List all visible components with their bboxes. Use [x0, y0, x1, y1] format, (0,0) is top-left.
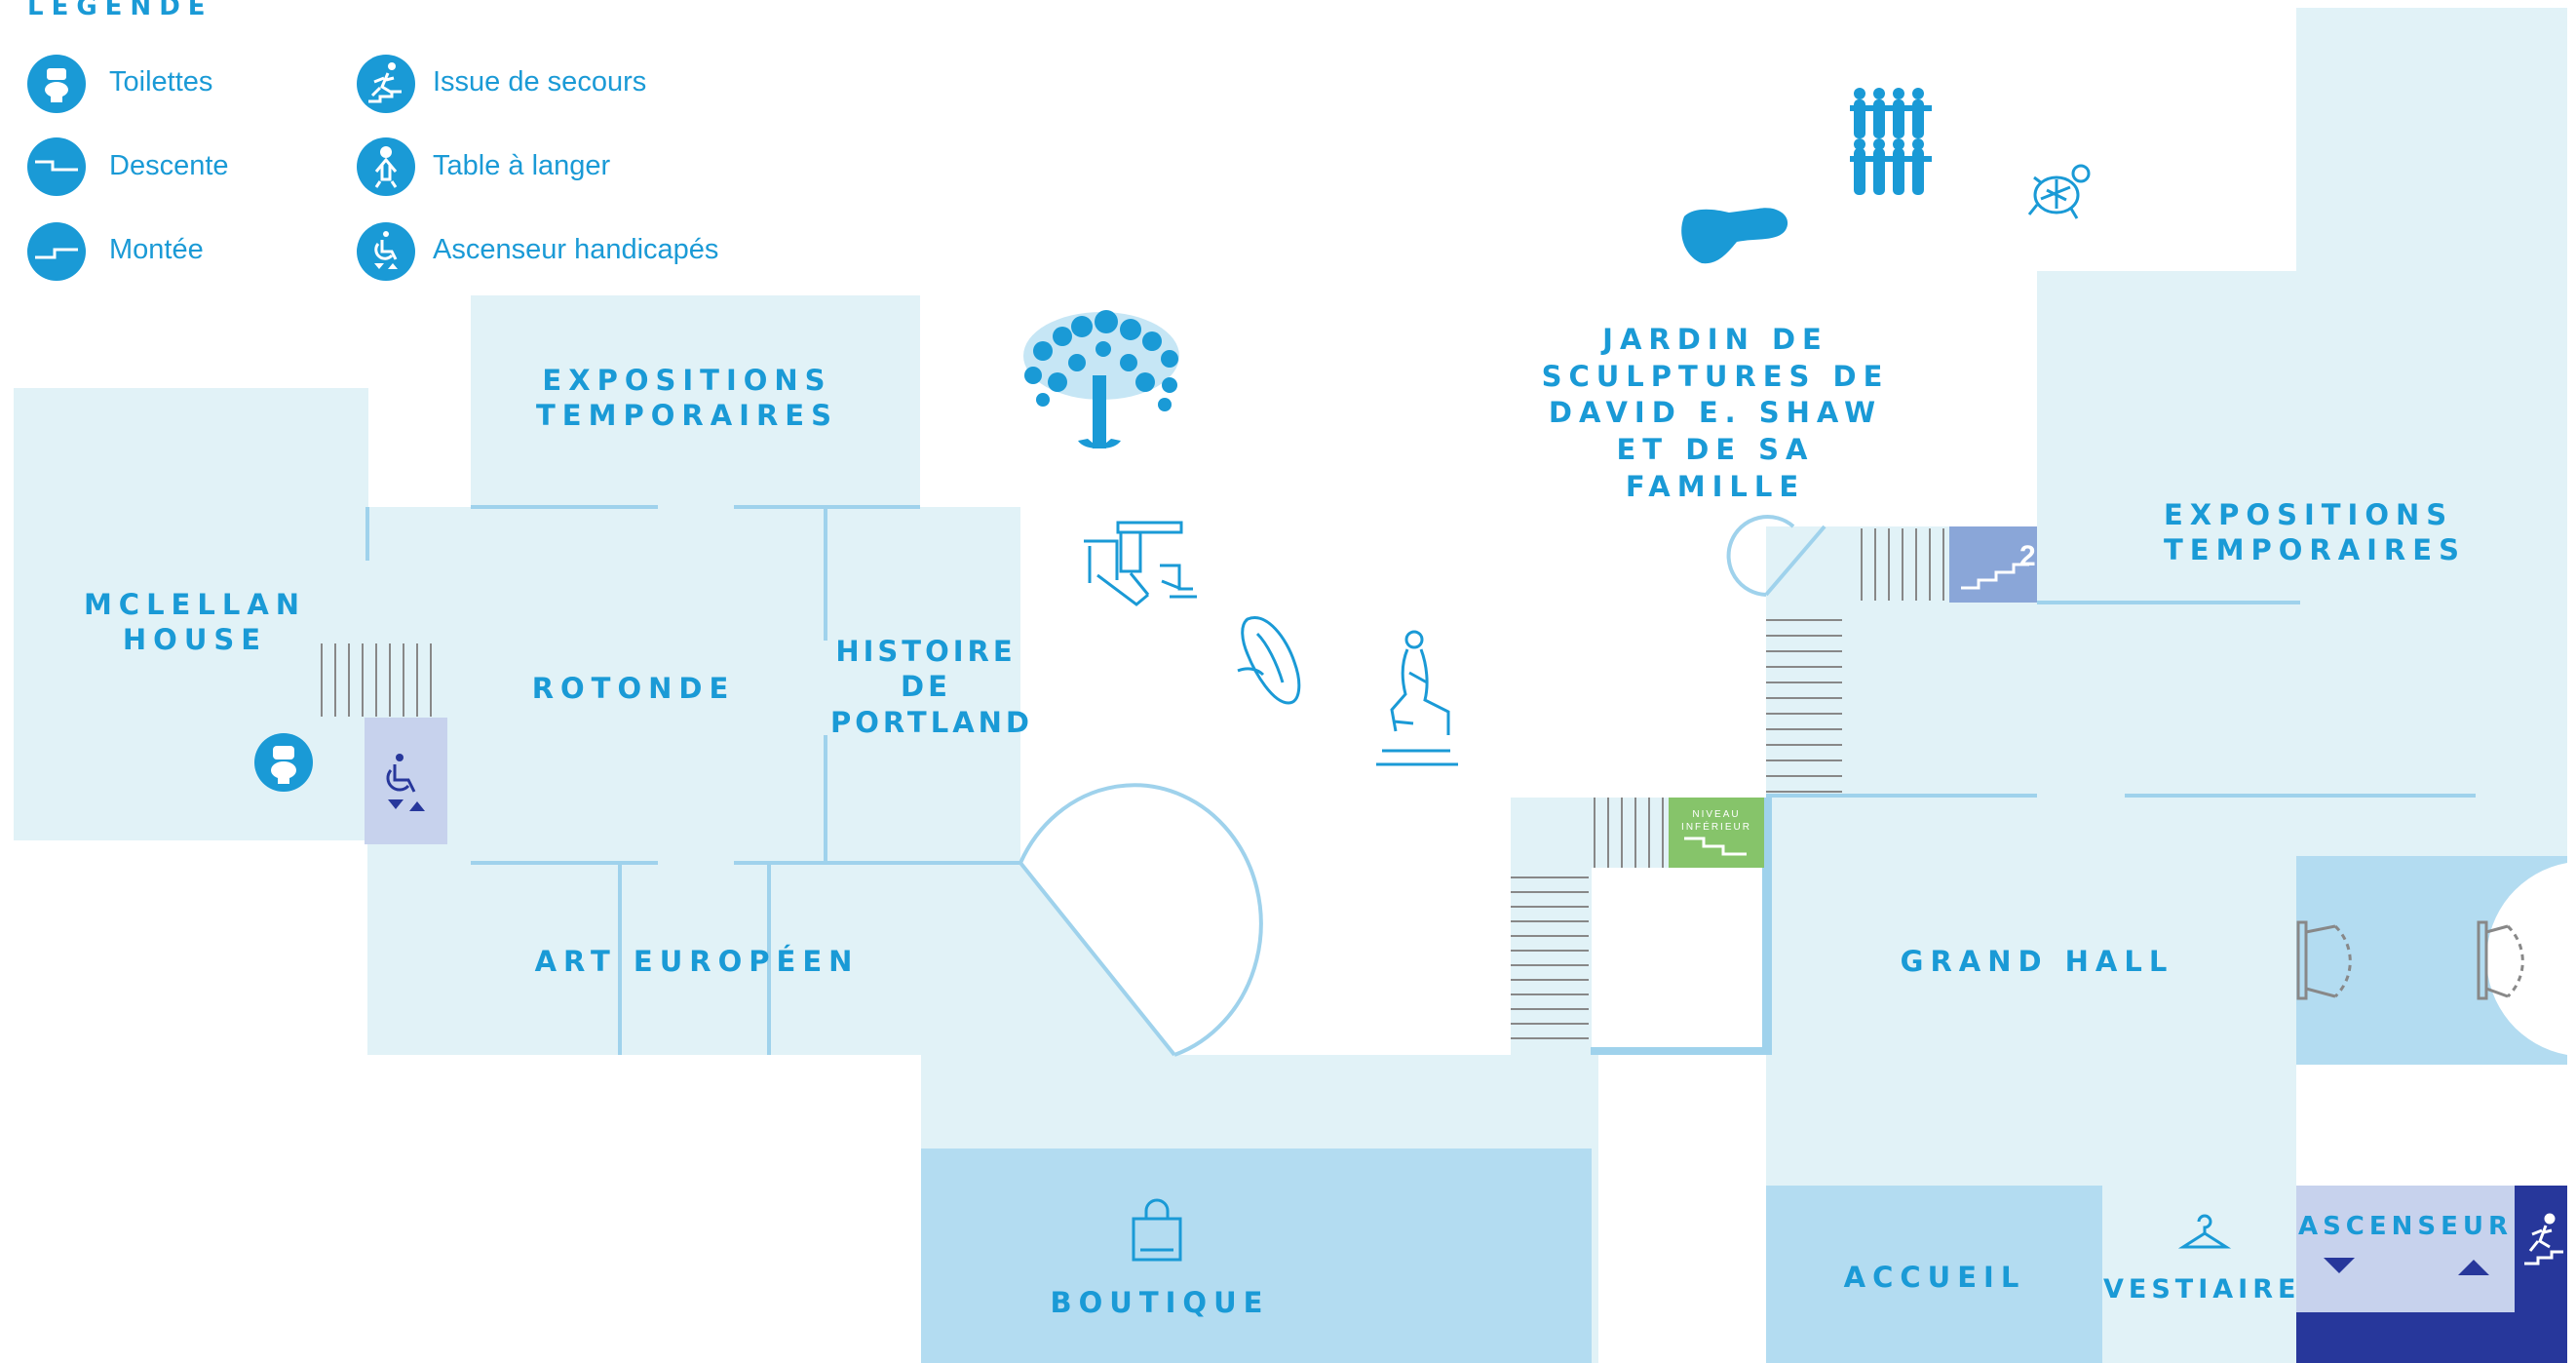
room-boutique[interactable]: BOUTIQUE — [1023, 1285, 1296, 1320]
legend-item-issue-de-secours: Issue de secours — [433, 66, 646, 98]
abstract-sculpture-icon — [1084, 521, 1197, 606]
room-label-line: ET DE SA FAMILLE — [1616, 433, 1815, 503]
kneeling-figure-sculpture-icon — [1376, 630, 1458, 766]
room-label-line: DE — [901, 670, 951, 704]
rotonde-area — [367, 507, 1020, 1055]
level-up-sign[interactable]: 2 — [1949, 526, 2037, 603]
vestiaire-area — [2102, 1186, 2296, 1363]
grand-hall-area — [1766, 798, 2296, 1055]
room-label-line: ROTONDE — [531, 672, 736, 705]
expositions-top-area — [471, 295, 920, 510]
legend-stairs-up-icon — [27, 222, 86, 281]
boutique-area — [921, 1149, 1592, 1363]
legend-toilet-icon — [27, 55, 86, 113]
cutouts — [1592, 863, 2567, 1055]
legend-label: Table à langer — [433, 150, 611, 181]
room-label-line: TEMPORAIRES — [536, 399, 838, 433]
stairwell-cutout — [1592, 868, 1763, 1047]
turtle-sculpture-icon — [2027, 164, 2091, 219]
stairs-west — [321, 643, 432, 717]
room-label-line: BOUTIQUE — [1050, 1286, 1270, 1319]
east-doors — [2296, 920, 2524, 1000]
niveau-line-1: NIVEAU — [1692, 809, 1740, 820]
room-ascenseur[interactable]: ASCENSEUR — [2296, 1211, 2515, 1243]
room-label-line: PORTLAND — [830, 705, 1033, 739]
legend-icons — [27, 55, 415, 281]
legend-label: Issue de secours — [433, 66, 647, 97]
stairs-upper — [1861, 528, 1944, 601]
room-label-line: HISTOIRE — [835, 635, 1017, 668]
room-jardin-de-sculptures[interactable]: JARDIN DE SCULPTURES DE DAVID E. SHAW ET… — [1520, 322, 1910, 505]
lower-stairs-area — [1511, 798, 1589, 1055]
legend-item-descente: Descente — [109, 150, 229, 182]
room-label-line: MCLELLAN — [83, 588, 307, 621]
legend-item-toilettes: Toilettes — [109, 66, 212, 98]
room-label-line: HOUSE — [122, 623, 268, 657]
room-accueil[interactable]: ACCUEIL — [1813, 1260, 2057, 1295]
tree-icon — [1023, 310, 1179, 448]
stairwell-wall — [1762, 798, 1772, 1055]
shopping-bag-icon — [1132, 1198, 1182, 1262]
room-expositions-temporaires-west[interactable]: EXPOSITIONS TEMPORAIRES — [507, 363, 867, 434]
legend-label: Descente — [109, 150, 229, 181]
room-label-line: SCULPTURES DE — [1541, 359, 1890, 393]
room-expositions-temporaires-east[interactable]: EXPOSITIONS TEMPORAIRES — [2164, 497, 2466, 568]
legend-emergency-exit-icon — [357, 55, 415, 113]
legend-label: Ascenseur handicapés — [433, 234, 719, 265]
room-histoire-de-portland[interactable]: HISTOIRE DE PORTLAND — [830, 634, 1033, 740]
legend-title: LEGENDE — [27, 0, 213, 21]
emergency-exit-icon[interactable] — [2524, 1213, 2563, 1266]
toilet-marker[interactable] — [254, 733, 313, 792]
room-mclellan-house[interactable]: MCLELLAN HOUSE — [68, 587, 322, 658]
room-label-line: ASCENSEUR — [2297, 1212, 2514, 1241]
room-label-line: TEMPORAIRES — [2164, 533, 2466, 567]
elevator-down-arrow — [2324, 1258, 2355, 1273]
ascenseur-area[interactable] — [2296, 1186, 2515, 1312]
niveau-line-2: INFÉRIEUR — [1681, 820, 1751, 833]
walls — [365, 505, 2476, 1057]
east-door-cutout — [2486, 863, 2567, 1055]
room-art-europeen[interactable]: ART EUROPÉEN — [526, 944, 867, 979]
legend-stairs-down-icon — [27, 137, 86, 196]
stairs-vertical — [1766, 619, 1842, 793]
room-grand-hall[interactable]: GRAND HALL — [1852, 944, 2222, 979]
stairs-lower — [1511, 876, 1589, 1039]
elevator-up-arrow — [2458, 1260, 2489, 1275]
room-label-line: ACCUEIL — [1843, 1261, 2026, 1294]
room-vestiaire[interactable]: VESTIAIRE — [2103, 1273, 2296, 1306]
upper-hall-area — [2037, 603, 2567, 798]
legend-baby-changing-icon — [357, 137, 415, 196]
legend-label: Montée — [109, 234, 204, 265]
legend-item-table-a-langer: Table à langer — [433, 150, 610, 182]
legend-item-ascenseur-handicapes: Ascenseur handicapés — [433, 234, 718, 266]
room-label-line: VESTIAIRE — [2103, 1274, 2301, 1305]
dark-strip-bottom — [2296, 1312, 2567, 1363]
room-label-line: ART EUROPÉEN — [534, 945, 860, 978]
niveau-inferieur-sign[interactable]: NIVEAU INFÉRIEUR — [1669, 798, 1764, 868]
room-label-line: GRAND HALL — [1900, 945, 2174, 978]
room-label-line: EXPOSITIONS — [542, 364, 832, 397]
stairs-down — [1594, 798, 1664, 868]
legend-item-montee: Montée — [109, 234, 204, 266]
accueil-area — [1766, 1186, 2102, 1363]
stairs — [321, 528, 1944, 1039]
room-label-line: EXPOSITIONS — [2164, 498, 2454, 531]
room-label-line: DAVID E. SHAW — [1548, 396, 1883, 430]
level-number: 2 — [2019, 540, 2036, 572]
legend-label: Toilettes — [109, 66, 213, 97]
reclining-sculpture-icon — [1681, 208, 1788, 264]
shell-sculpture-icon — [1237, 616, 1301, 705]
coat-hanger-icon — [2177, 1214, 2232, 1249]
accessible-elevator-west[interactable] — [365, 718, 447, 844]
room-label-line: JARDIN DE — [1602, 323, 1828, 356]
room-rotonde[interactable]: ROTONDE — [507, 671, 760, 706]
legend-accessible-elevator-icon — [357, 222, 415, 281]
figures-sculpture-icon — [1850, 88, 1932, 195]
